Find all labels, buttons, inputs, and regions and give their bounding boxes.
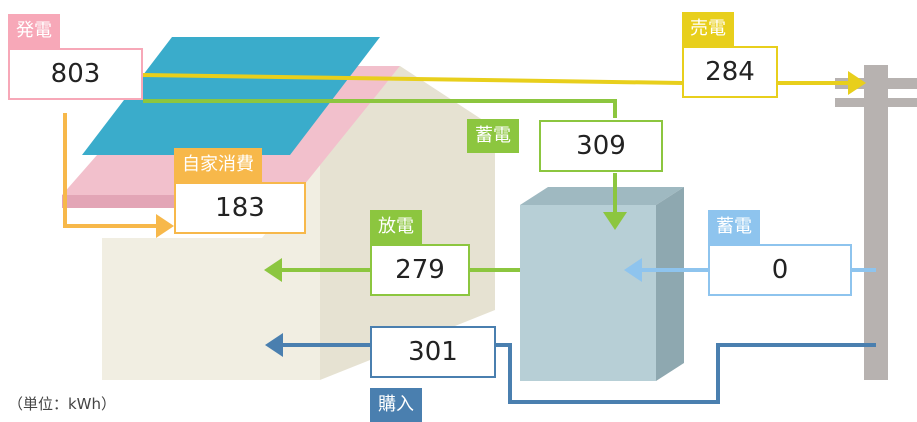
battery-top bbox=[520, 187, 684, 205]
utility-pole-crossarm-lower bbox=[835, 98, 917, 107]
utility-pole-crossarm-upper bbox=[835, 78, 917, 89]
sell-value-box: 284 bbox=[682, 46, 778, 98]
purchase-value-box: 301 bbox=[370, 326, 496, 378]
self-consumption-flow-arrow bbox=[63, 113, 174, 238]
sell-flow-arrow bbox=[142, 71, 866, 95]
charge-grid-value-box: 0 bbox=[708, 244, 852, 296]
utility-pole bbox=[864, 65, 888, 380]
discharge-label: 放電 bbox=[370, 210, 422, 244]
charge-grid-flow-arrow bbox=[624, 258, 876, 282]
charge-solar-value-box: 309 bbox=[539, 120, 663, 172]
battery-front bbox=[520, 205, 656, 381]
purchase-label: 購入 bbox=[370, 388, 422, 422]
charge-solar-label: 蓄電 bbox=[467, 119, 519, 153]
charge-grid-label: 蓄電 bbox=[708, 210, 760, 244]
battery-side bbox=[656, 187, 684, 381]
self-consumption-value-box: 183 bbox=[174, 182, 306, 234]
discharge-value-box: 279 bbox=[370, 244, 470, 296]
solar-panel bbox=[82, 37, 380, 155]
house-front-wall bbox=[102, 164, 320, 380]
unit-note: （単位：kWh） bbox=[8, 395, 117, 413]
charge-solar-flow-arrow bbox=[143, 99, 627, 230]
generation-label: 発電 bbox=[8, 14, 60, 48]
generation-value-box: 803 bbox=[8, 48, 143, 100]
self-consumption-label: 自家消費 bbox=[174, 148, 262, 182]
discharge-flow-arrow bbox=[264, 258, 520, 282]
purchase-flow-arrow bbox=[265, 333, 876, 404]
sell-label: 売電 bbox=[682, 12, 734, 46]
